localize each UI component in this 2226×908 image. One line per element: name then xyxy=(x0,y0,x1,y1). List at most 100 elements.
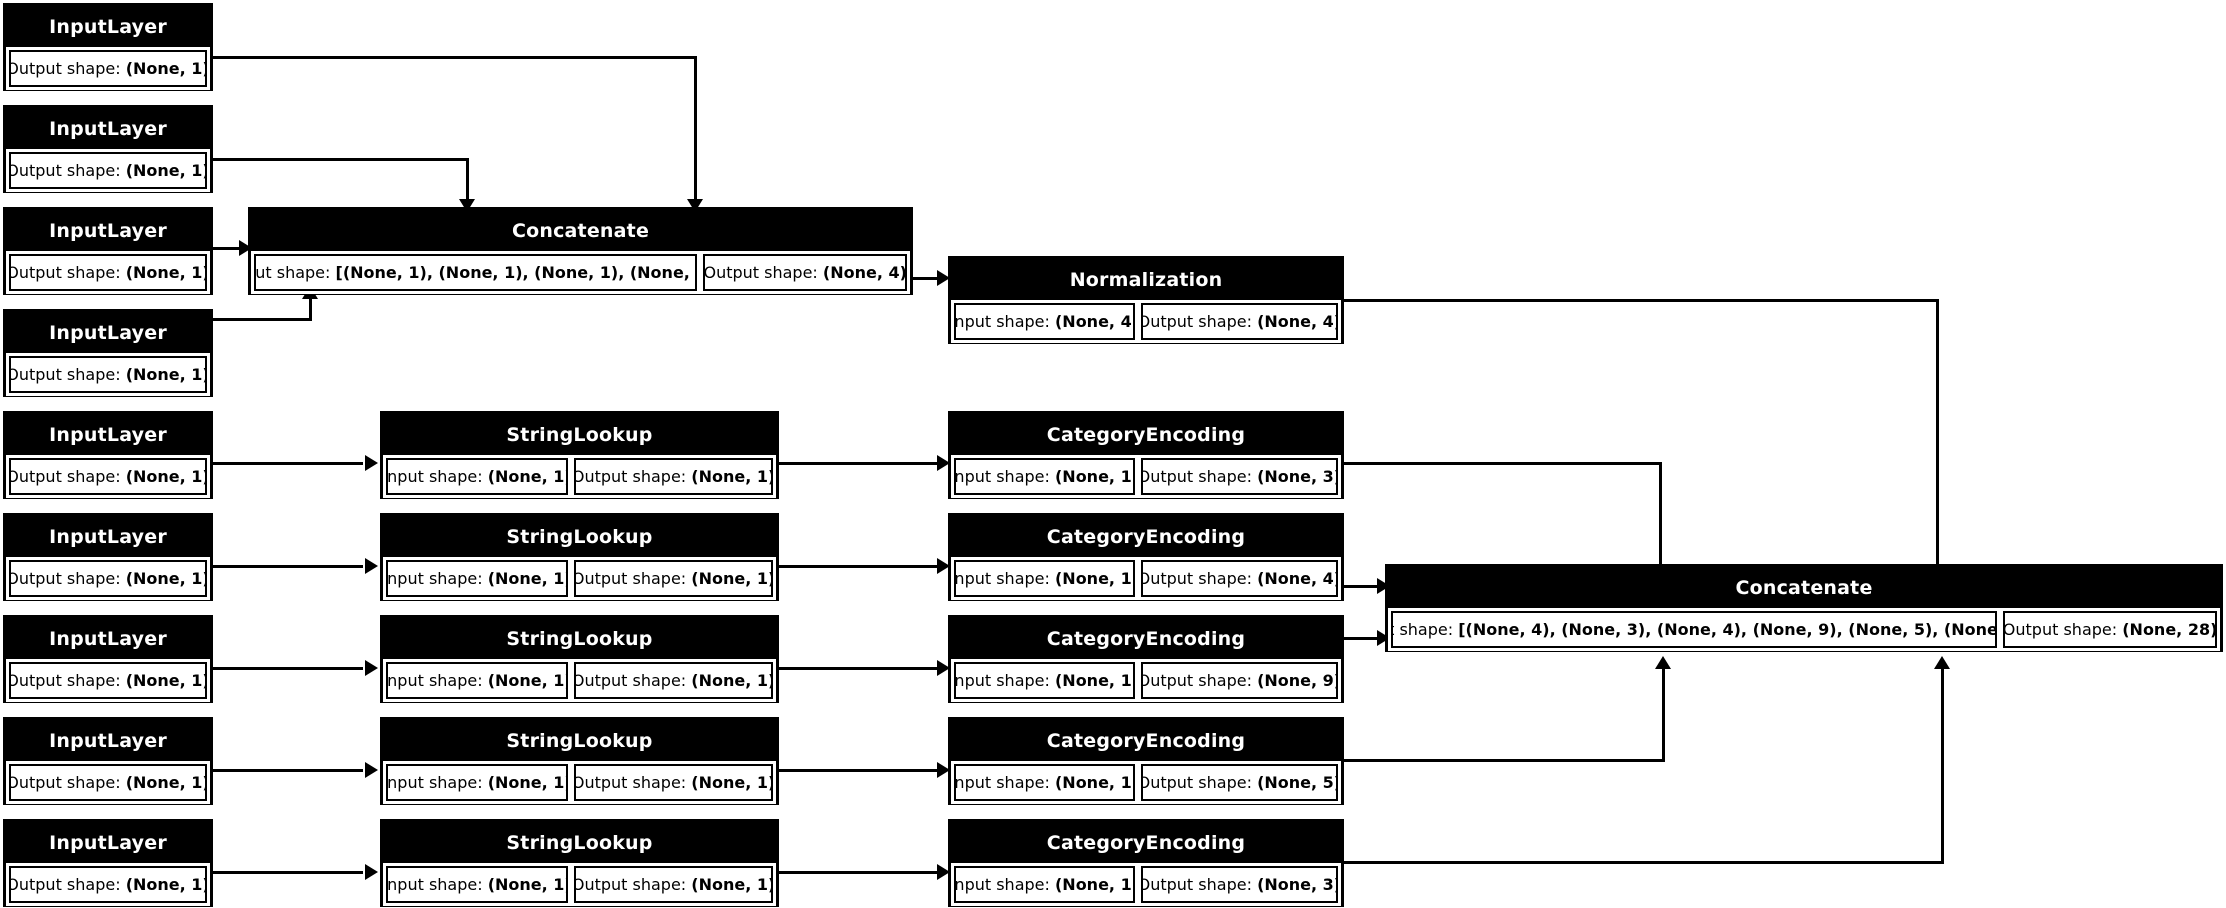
node-normalization[interactable]: Normalization Input shape: (None, 4) Out… xyxy=(948,256,1344,344)
node-input-layer-8[interactable]: InputLayer Output shape: (None, 1) xyxy=(3,717,213,805)
node-input-layer-1[interactable]: InputLayer Output shape: (None, 1) xyxy=(3,3,213,91)
node-output-shape-cell: Output shape: (None, 4) xyxy=(1140,303,1338,340)
output-shape-value: (None, 1) xyxy=(125,671,207,690)
node-title: InputLayer xyxy=(6,210,210,251)
node-output-shape-cell: Output shape: (None, 1) xyxy=(9,152,207,189)
output-shape-label: Output shape: xyxy=(1140,569,1252,588)
node-input-shape-cell: Input shape: (None, 1) xyxy=(386,866,569,903)
arrowhead-input8-to-stringlookup4 xyxy=(365,762,378,778)
node-input-layer-5[interactable]: InputLayer Output shape: (None, 1) xyxy=(3,411,213,499)
node-title: InputLayer xyxy=(6,312,210,353)
output-shape-label: Output shape: xyxy=(574,773,687,792)
node-output-shape-cell: Output shape: (None, 28) xyxy=(2003,611,2217,648)
node-input-shape-cell: Input shape: [(None, 4), (None, 3), (Non… xyxy=(1391,611,1998,648)
node-title: CategoryEncoding xyxy=(951,414,1341,455)
node-stringlookup-5[interactable]: StringLookup Input shape: (None, 1) Outp… xyxy=(380,819,779,907)
edge-input3-to-concat-numeric-h xyxy=(213,247,244,250)
input-shape-label: Input shape: xyxy=(386,467,483,486)
output-shape-value: (None, 1) xyxy=(691,569,773,588)
edge-categoryencoding4-to-concat-all-h xyxy=(1344,759,1665,762)
edge-input4-to-concat-numeric-v xyxy=(309,298,312,321)
arrowhead-stringlookup1-to-categoryencoding1 xyxy=(937,455,950,471)
node-title: StringLookup xyxy=(383,516,776,557)
input-shape-label: Input shape: xyxy=(386,569,483,588)
node-input-layer-4[interactable]: InputLayer Output shape: (None, 1) xyxy=(3,309,213,397)
node-input-layer-3[interactable]: InputLayer Output shape: (None, 1) xyxy=(3,207,213,295)
input-shape-label: Input shape: xyxy=(954,875,1050,894)
output-shape-label: Output shape: xyxy=(9,263,121,282)
output-shape-label: Output shape: xyxy=(1140,467,1252,486)
output-shape-label: Output shape: xyxy=(9,365,121,384)
input-shape-value: [(None, 4), (None, 3), (None, 4), (None,… xyxy=(1458,620,1998,639)
output-shape-value: (None, 1) xyxy=(691,773,773,792)
edge-stringlookup4-to-categoryencoding4 xyxy=(779,769,940,772)
node-input-shape-cell: Input shape: (None, 1) xyxy=(954,764,1135,801)
output-shape-label: Output shape: xyxy=(574,671,687,690)
edge-input7-to-stringlookup3 xyxy=(213,667,363,670)
input-shape-label: Input shape: xyxy=(954,312,1050,331)
output-shape-label: Output shape: xyxy=(9,875,121,894)
output-shape-value: (None, 4) xyxy=(1257,569,1338,588)
node-title: StringLookup xyxy=(383,618,776,659)
node-title: InputLayer xyxy=(6,720,210,761)
node-input-shape-cell: Input shape: (None, 1) xyxy=(954,560,1135,597)
edge-input4-to-concat-numeric-h xyxy=(213,318,312,321)
input-shape-label: Input shape: xyxy=(255,263,331,282)
output-shape-label: Output shape: xyxy=(574,467,687,486)
output-shape-value: (None, 5) xyxy=(1257,773,1338,792)
output-shape-label: Output shape: xyxy=(1140,671,1252,690)
node-stringlookup-4[interactable]: StringLookup Input shape: (None, 1) Outp… xyxy=(380,717,779,805)
node-input-shape-cell: Input shape: (None, 1) xyxy=(386,662,569,699)
node-output-shape-cell: Output shape: (None, 1) xyxy=(574,560,773,597)
node-input-shape-cell: Input shape: (None, 4) xyxy=(954,303,1135,340)
node-categoryencoding-1[interactable]: CategoryEncoding Input shape: (None, 1) … xyxy=(948,411,1344,499)
node-output-shape-cell: Output shape: (None, 1) xyxy=(9,560,207,597)
node-categoryencoding-2[interactable]: CategoryEncoding Input shape: (None, 1) … xyxy=(948,513,1344,601)
node-output-shape-cell: Output shape: (None, 3) xyxy=(1140,458,1338,495)
node-stringlookup-1[interactable]: StringLookup Input shape: (None, 1) Outp… xyxy=(380,411,779,499)
edge-input1-to-concat-numeric-v xyxy=(694,56,697,202)
edge-categoryencoding1-to-concat-all-v xyxy=(1659,462,1662,567)
output-shape-label: Output shape: xyxy=(2003,620,2118,639)
input-shape-label: Input shape: xyxy=(954,671,1050,690)
node-concatenate-numeric[interactable]: Concatenate Input shape: [(None, 1), (No… xyxy=(248,207,913,295)
node-title: StringLookup xyxy=(383,414,776,455)
node-title: CategoryEncoding xyxy=(951,720,1341,761)
node-output-shape-cell: Output shape: (None, 1) xyxy=(574,458,773,495)
input-shape-label: Input shape: xyxy=(386,773,483,792)
output-shape-label: Output shape: xyxy=(9,467,121,486)
node-categoryencoding-5[interactable]: CategoryEncoding Input shape: (None, 1) … xyxy=(948,819,1344,907)
node-input-shape-cell: Input shape: [(None, 1), (None, 1), (Non… xyxy=(254,254,698,291)
arrowhead-stringlookup4-to-categoryencoding4 xyxy=(937,762,950,778)
output-shape-label: Output shape: xyxy=(9,161,121,180)
output-shape-value: (None, 3) xyxy=(1257,875,1338,894)
edge-input5-to-stringlookup1 xyxy=(213,462,363,465)
edge-stringlookup2-to-categoryencoding2 xyxy=(779,565,940,568)
output-shape-value: (None, 28) xyxy=(2122,620,2217,639)
input-shape-value: (None, 1) xyxy=(487,569,569,588)
input-shape-label: Input shape: xyxy=(386,671,483,690)
edge-stringlookup3-to-categoryencoding3 xyxy=(779,667,940,670)
node-input-layer-2[interactable]: InputLayer Output shape: (None, 1) xyxy=(3,105,213,193)
node-stringlookup-3[interactable]: StringLookup Input shape: (None, 1) Outp… xyxy=(380,615,779,703)
arrowhead-categoryencoding5-to-concat-all xyxy=(1934,656,1950,669)
node-input-layer-6[interactable]: InputLayer Output shape: (None, 1) xyxy=(3,513,213,601)
node-concatenate-all[interactable]: Concatenate Input shape: [(None, 4), (No… xyxy=(1385,564,2223,652)
output-shape-value: (None, 1) xyxy=(125,875,207,894)
output-shape-value: (None, 9) xyxy=(1257,671,1338,690)
node-input-layer-9[interactable]: InputLayer Output shape: (None, 1) xyxy=(3,819,213,907)
node-title: Normalization xyxy=(951,259,1341,300)
arrowhead-stringlookup3-to-categoryencoding3 xyxy=(937,660,950,676)
input-shape-value: (None, 1) xyxy=(487,875,569,894)
node-output-shape-cell: Output shape: (None, 1) xyxy=(9,662,207,699)
node-input-layer-7[interactable]: InputLayer Output shape: (None, 1) xyxy=(3,615,213,703)
arrowhead-input5-to-stringlookup1 xyxy=(365,455,378,471)
output-shape-value: (None, 1) xyxy=(125,467,207,486)
output-shape-label: Output shape: xyxy=(9,773,121,792)
edge-input2-to-concat-numeric-v xyxy=(466,158,469,202)
node-stringlookup-2[interactable]: StringLookup Input shape: (None, 1) Outp… xyxy=(380,513,779,601)
node-input-shape-cell: Input shape: (None, 1) xyxy=(954,458,1135,495)
output-shape-value: (None, 1) xyxy=(125,773,207,792)
node-categoryencoding-3[interactable]: CategoryEncoding Input shape: (None, 1) … xyxy=(948,615,1344,703)
node-categoryencoding-4[interactable]: CategoryEncoding Input shape: (None, 1) … xyxy=(948,717,1344,805)
